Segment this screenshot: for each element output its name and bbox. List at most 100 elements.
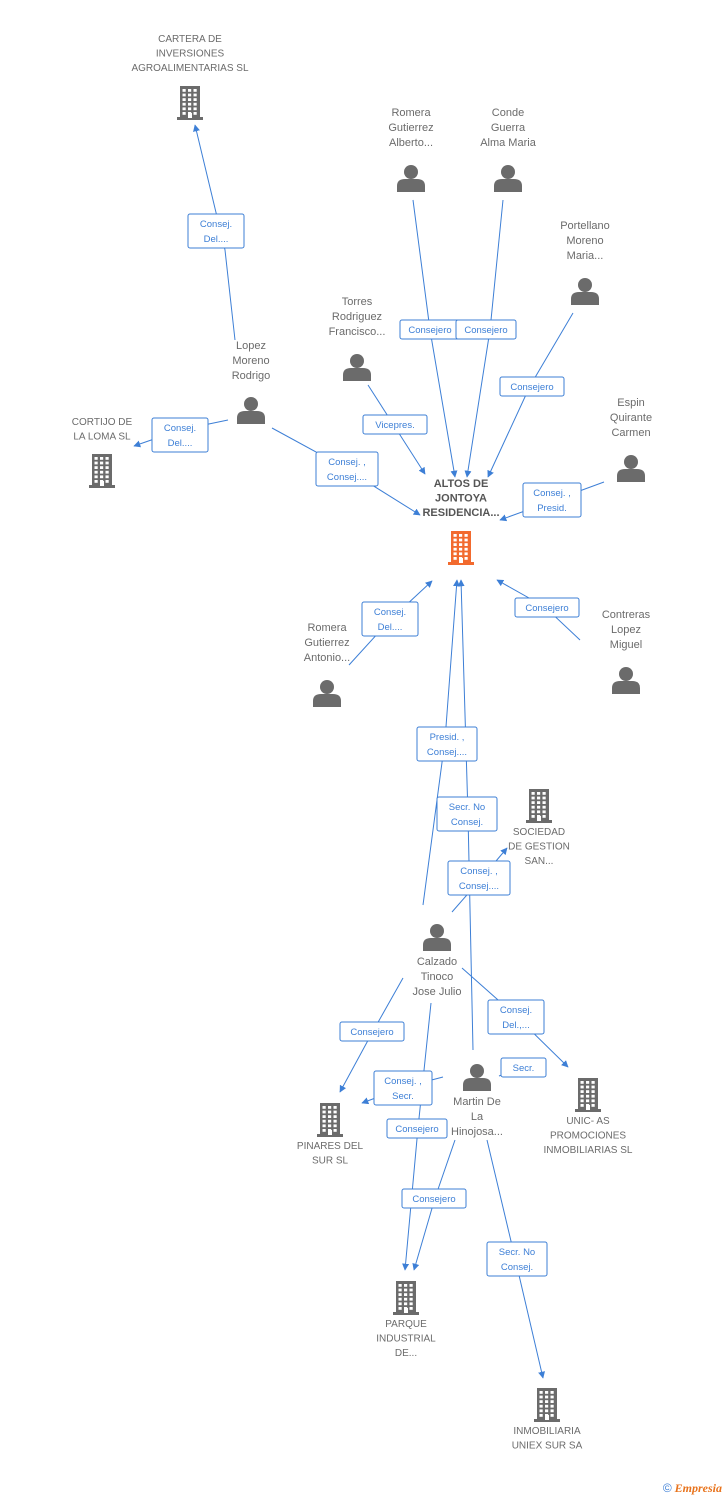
node-label-line: Portellano: [560, 220, 610, 232]
node-label-line: Contreras: [602, 609, 651, 621]
node-label-line: JONTOYA: [435, 493, 487, 505]
node-label-line: Tinoco: [421, 971, 454, 983]
node-label-line: Maria...: [567, 250, 604, 262]
edge-label-text: Consej.: [451, 817, 483, 828]
node-torres[interactable]: TorresRodriguezFrancisco...: [329, 296, 386, 381]
edge-label-text: Secr. No: [499, 1247, 535, 1258]
edge-label-e8[interactable]: Consej. ,Presid.: [522, 482, 582, 518]
node-label-line: Conde: [492, 107, 524, 119]
edge-label-text: Consej.: [374, 607, 406, 618]
edge-label-box[interactable]: [401, 1188, 467, 1209]
edge-label-box[interactable]: [436, 796, 498, 832]
edge-label-box[interactable]: [373, 1070, 433, 1106]
person-icon: [313, 680, 341, 707]
edge-label-box[interactable]: [315, 451, 379, 487]
edge-label-box[interactable]: [361, 601, 419, 637]
building-icon: [526, 789, 552, 823]
edge-label-box[interactable]: [151, 417, 209, 453]
node-label-line: SOCIEDAD: [513, 827, 565, 838]
edge-label-box[interactable]: [339, 1021, 405, 1042]
node-label-line: Gutierrez: [304, 637, 349, 649]
edge-label-box[interactable]: [187, 213, 245, 249]
node-center[interactable]: ALTOS DE JONTOYA RESIDENCIA...: [422, 478, 500, 565]
edge-label-e6[interactable]: Consejero: [499, 376, 565, 397]
node-label-line: Calzado: [417, 956, 457, 968]
brand-logo: Empresia: [674, 1481, 722, 1495]
node-label-line: AGROALIMENTARIAS SL: [131, 63, 249, 74]
node-label-line: Francisco...: [329, 326, 386, 338]
person-icon: [237, 397, 265, 424]
edge-label-e17[interactable]: Consej. ,Secr.: [373, 1070, 433, 1106]
edge-label-text: Consejero: [408, 325, 451, 336]
edge-label-text: Consej....: [459, 881, 499, 892]
node-label-line: Espin: [617, 397, 645, 409]
edge-label-e1[interactable]: Consej.Del....: [187, 213, 245, 249]
nodes-layer: ALTOS DE JONTOYA RESIDENCIA... CARTERA DEIN…: [72, 34, 652, 1452]
edge-label-e11[interactable]: Presid. ,Consej....: [416, 726, 478, 762]
edge-label-text: Consej....: [427, 747, 467, 758]
node-martin[interactable]: Martin DeLaHinojosa...: [451, 1064, 503, 1138]
edge-label-text: Consej....: [327, 472, 367, 483]
edge-label-e10[interactable]: Consejero: [514, 597, 580, 618]
edge-label-box[interactable]: [416, 726, 478, 762]
node-label-line: ALTOS DE: [434, 478, 489, 490]
node-label-line: Guerra: [491, 122, 526, 134]
person-icon: [463, 1064, 491, 1091]
edge-label-box[interactable]: [514, 597, 580, 618]
edge-label-e5[interactable]: Consejero: [455, 319, 517, 340]
edge-label-box[interactable]: [386, 1118, 448, 1139]
node-label-line: Miguel: [610, 639, 642, 651]
node-label-line: Alma Maria: [480, 137, 537, 149]
person-icon: [571, 278, 599, 305]
node-label-line: La: [471, 1111, 484, 1123]
edge-label-e14[interactable]: Consejero: [339, 1021, 405, 1042]
node-parque[interactable]: PARQUEINDUSTRIALDE...: [376, 1281, 436, 1359]
edge-label-e7[interactable]: Vicepres.: [362, 414, 428, 435]
edge-label-e9[interactable]: Consej.Del....: [361, 601, 419, 637]
edge-label-box[interactable]: [447, 860, 511, 896]
edge-label-e3[interactable]: Consej. ,Consej....: [315, 451, 379, 487]
edge-label-e13[interactable]: Consej. ,Consej....: [447, 860, 511, 896]
edge-label-box[interactable]: [455, 319, 517, 340]
edge-label-e18[interactable]: Consejero: [386, 1118, 448, 1139]
edge-label-e19[interactable]: Consejero: [401, 1188, 467, 1209]
person-icon: [494, 165, 522, 192]
node-romera-antonio[interactable]: RomeraGutierrezAntonio...: [304, 622, 350, 707]
edge-label-box[interactable]: [486, 1241, 548, 1277]
edge-label-box[interactable]: [362, 414, 428, 435]
edge-label-text: Consej.: [500, 1005, 532, 1016]
edge-label-e4[interactable]: Consejero: [399, 319, 461, 340]
person-icon: [423, 924, 451, 951]
node-label-line: Martin De: [453, 1096, 501, 1108]
node-label-line: Moreno: [566, 235, 603, 247]
node-romera-alberto[interactable]: RomeraGutierrezAlberto...: [388, 107, 434, 192]
node-label-line: Romera: [391, 107, 431, 119]
edge-label-e15[interactable]: Consej. Del.,...: [487, 999, 545, 1035]
edge-label-e16[interactable]: Secr.: [500, 1057, 547, 1078]
node-portellano[interactable]: PortellanoMorenoMaria...: [560, 220, 610, 305]
edge-label-text: Del.,...: [502, 1020, 529, 1031]
node-label-line: PARQUE: [385, 1319, 427, 1330]
building-icon: [448, 531, 474, 565]
edge-label-e2[interactable]: Consej.Del....: [151, 417, 209, 453]
node-label-line: RESIDENCIA...: [422, 507, 499, 519]
node-label-line: Jose Julio: [413, 986, 462, 998]
edge-label-box[interactable]: [522, 482, 582, 518]
edge-label-box[interactable]: [487, 999, 545, 1035]
edge-label-box[interactable]: [500, 1057, 547, 1078]
node-label-line: PINARES DEL: [297, 1141, 364, 1152]
edge-label-box[interactable]: [499, 376, 565, 397]
